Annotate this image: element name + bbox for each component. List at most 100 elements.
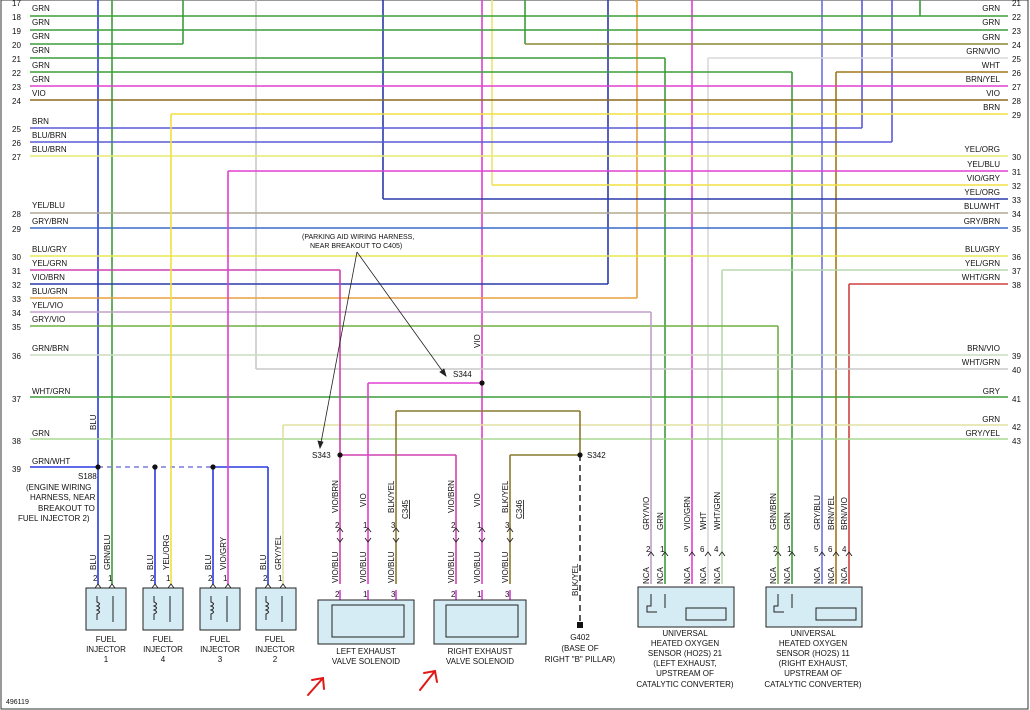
diagram-label: 42 [1012, 423, 1021, 432]
injector-name: FUEL [96, 635, 117, 644]
note-leaders [317, 251, 447, 450]
diagram-label: GRN/WHT [32, 457, 70, 466]
sensor-nca-label: NCA [642, 566, 651, 584]
splice-s342-label: S342 [587, 451, 606, 460]
sensor-nca-label: NCA [813, 566, 822, 584]
solenoid-name: VALVE SOLENOID [446, 657, 514, 666]
diagram-label: 19 [12, 27, 21, 36]
injector-wire-label: BLU [259, 554, 268, 570]
diagram-label: YEL/GRN [965, 259, 1000, 268]
diagram-label: 5 [814, 545, 819, 554]
diagram-label: 38 [1012, 281, 1021, 290]
diagram-label: 28 [12, 210, 21, 219]
diagram-label: 32 [1012, 182, 1021, 191]
ground-id: G402 [570, 633, 590, 642]
diagram-label: BRN [983, 103, 1000, 112]
diagram-label: 43 [1012, 437, 1021, 446]
diagram-label: GRY/BRN [964, 217, 1001, 226]
sensor-wire-label: BRN/YEL [827, 495, 836, 530]
diagram-label: 25 [12, 125, 21, 134]
vertical-trunks [97, 0, 921, 584]
diagram-label: 30 [12, 253, 21, 262]
splice-dots [95, 380, 583, 470]
vio-trunk-label: VIO [473, 334, 482, 348]
diagram-label: 1 [166, 574, 171, 583]
diagram-label: 26 [12, 139, 21, 148]
diagram-label: GRN [982, 33, 1000, 42]
diagram-label: BLU/GRY [32, 245, 68, 254]
diagram-label: 2 [451, 521, 456, 530]
s188-note-line: (ENGINE WIRING [26, 483, 91, 492]
diagram-label: YEL/ORG [964, 145, 1000, 154]
diagram-label: 34 [1012, 210, 1021, 219]
diagram-label: 3 [391, 590, 396, 599]
diagram-label: 1 [363, 590, 368, 599]
left-row-num: 17 [12, 0, 21, 8]
vio-brn-right-label: VIO/BRN [447, 480, 456, 513]
diagram-label: 31 [1012, 168, 1021, 177]
diagram-label: 32 [12, 281, 21, 290]
diagram-label: GRY/VIO [32, 315, 65, 324]
diagram-label: WHT/GRN [32, 387, 70, 396]
splice-s188-dot [95, 464, 101, 470]
injector-sub: INJECTOR [86, 645, 126, 654]
diagram-label: GRN [982, 18, 1000, 27]
diagram-label: 2 [773, 545, 778, 554]
injector-wire-label: YEL/ORG [162, 534, 171, 570]
sensor-wire-label: GRN/BRN [769, 493, 778, 530]
left-row-label: GRN [32, 4, 50, 13]
splice-labels: S188 (ENGINE WIRING HARNESS, NEAR BREAKO… [6, 234, 606, 706]
right-row-label: GRN [982, 4, 1000, 13]
diagram-label: 18 [12, 13, 21, 22]
diagram-label: WHT [982, 61, 1000, 70]
injector-name: FUEL [210, 635, 231, 644]
injector-sub: INJECTOR [143, 645, 183, 654]
diagram-label: 24 [1012, 41, 1021, 50]
exhaust-valve-solenoids: 2 1 3 VIO/BLU VIO/BLU VIO/BLU 2 1 3 LEFT… [317, 521, 527, 666]
s188-note-line: HARNESS, NEAR [30, 493, 96, 502]
sensor-nca-label: NCA [683, 566, 692, 584]
diagram-label: 2 [451, 590, 456, 599]
diagram-label: 1 [477, 590, 482, 599]
diagram-label: VIO/GRY [967, 174, 1001, 183]
diagram-label: 26 [1012, 69, 1021, 78]
c346-label: C346 [515, 499, 524, 519]
injector-wire-label: BLU [204, 554, 213, 570]
sensor-nca-label: NCA [656, 566, 665, 584]
sensor-wire-label: GRY/VIO [642, 497, 651, 530]
diagram-label: 33 [1012, 196, 1021, 205]
diagram-label: 1 [363, 521, 368, 530]
diagram-label: 2 [93, 574, 98, 583]
s188-note-line: FUEL INJECTOR 2) [18, 514, 90, 523]
injector-wire-label: BLU [146, 554, 155, 570]
diagram-label: GRN [982, 415, 1000, 424]
diagram-label: 37 [1012, 267, 1021, 276]
ground-g402: G402 (BASE OF RIGHT "B" PILLAR) [545, 622, 616, 664]
sensor-wire-label: GRN [656, 512, 665, 530]
sensor-title: HEATED OXYGEN [779, 639, 848, 648]
diagram-label: GRN/VIO [966, 47, 1000, 56]
sensor-nca-label: NCA [713, 566, 722, 584]
connector-pin-marks [94, 527, 853, 589]
solenoid-wire-label: VIO/BLU [387, 551, 396, 583]
right-exhaust-valve-solenoid: 2 1 3 VIO/BLU VIO/BLU VIO/BLU 2 1 3 RIGH… [433, 521, 527, 666]
sensor-wire-label: VIO/GRN [683, 496, 692, 530]
splice-s342-dot [577, 452, 583, 458]
sensor-wire-label: GRY/BLU [813, 495, 822, 530]
diagram-label: 38 [12, 437, 21, 446]
ho2s-11-sensor: GRN/BRN GRN GRY/BLU BRN/YEL BRN/VIO 2 1 … [764, 493, 863, 689]
diagram-label: 36 [12, 352, 21, 361]
diagram-label: BLU/BRN [32, 145, 67, 154]
diagram-label: 39 [1012, 352, 1021, 361]
diagram-label: 40 [1012, 366, 1021, 375]
sensor-title: CATALYTIC CONVERTER) [636, 680, 734, 689]
diagram-label: GRN [32, 429, 50, 438]
diagram-label: 27 [1012, 83, 1021, 92]
diagram-label: GRN [32, 32, 50, 41]
diagram-label: WHT/GRN [962, 358, 1000, 367]
diagram-label: 27 [12, 153, 21, 162]
sensor-title: SENSOR (HO2S) 21 [648, 649, 723, 658]
annotation-arrows [307, 669, 438, 696]
